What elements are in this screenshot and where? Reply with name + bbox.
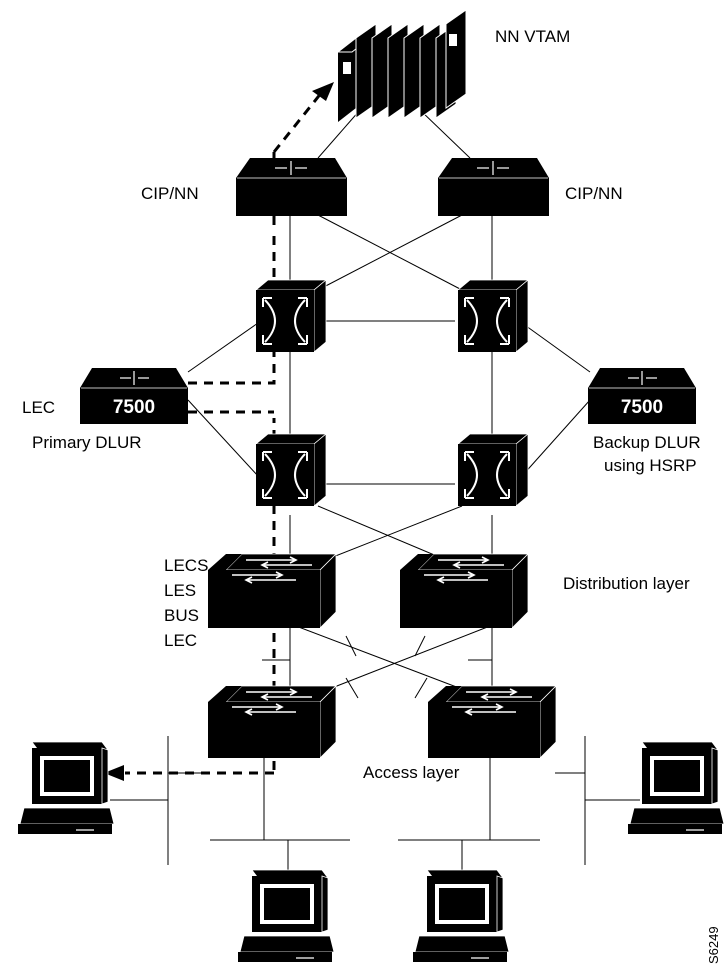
workstation-left-icon	[18, 741, 115, 834]
primary-dlur-label: Primary DLUR	[32, 433, 142, 452]
distribution-switch-left	[208, 553, 337, 629]
arrowhead-left-icon	[104, 765, 124, 781]
lec-dist-label: LEC	[164, 631, 197, 650]
les-label: LES	[164, 581, 196, 600]
backup-dlur-label: Backup DLUR	[593, 433, 701, 452]
atm-switch-bottom-right	[456, 433, 530, 507]
cip-nn-right-label: CIP/NN	[565, 184, 623, 203]
access-switch-left	[208, 685, 337, 759]
router-7500-right: 7500	[588, 368, 696, 424]
atm-switch-top-right	[456, 279, 530, 353]
backup-dlur-hsrp-label: using HSRP	[604, 456, 697, 475]
distribution-switch-right	[400, 553, 529, 629]
connection-lines	[110, 109, 640, 870]
nn-vtam-label: NN VTAM	[495, 27, 570, 46]
atm-switch-bottom-left	[254, 433, 328, 507]
router-right-model: 7500	[621, 397, 663, 418]
atm-switch-top-left	[254, 279, 328, 353]
workstation-right-icon	[628, 741, 725, 834]
figure-code: S6249	[706, 926, 721, 964]
cip-router-left	[236, 158, 347, 216]
lecs-label: LECS	[164, 556, 208, 575]
router-left-model: 7500	[113, 397, 155, 418]
router-7500-left: 7500	[80, 368, 188, 424]
access-layer-label: Access layer	[363, 763, 460, 782]
lec-left-label: LEC	[22, 398, 55, 417]
bus-label: BUS	[164, 606, 199, 625]
cip-nn-left-label: CIP/NN	[141, 184, 199, 203]
mainframe-icon	[336, 9, 467, 122]
workstation-bottom-right-icon	[413, 869, 510, 962]
arrowhead-up-icon	[312, 82, 334, 101]
distribution-layer-label: Distribution layer	[563, 574, 690, 593]
workstation-bottom-left-icon	[238, 869, 335, 962]
access-switch-right	[428, 685, 557, 759]
cip-router-right	[438, 158, 549, 216]
